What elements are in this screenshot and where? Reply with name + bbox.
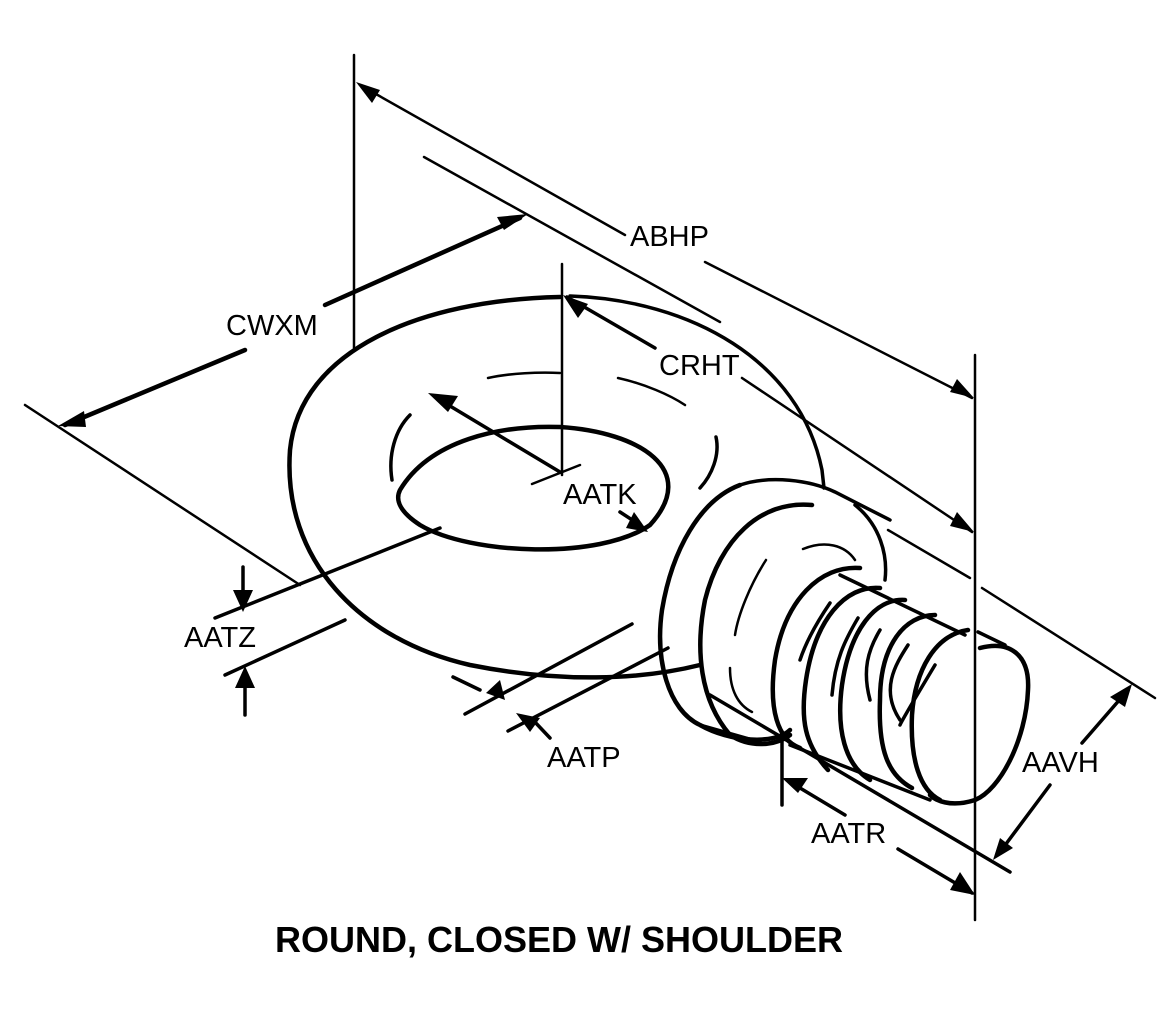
- shank-end-top: [976, 630, 1007, 647]
- cwxm-arrowhead-upper: [497, 214, 528, 230]
- aatk-arrowhead-lower: [626, 512, 648, 532]
- label-aatr: AATR: [811, 818, 887, 850]
- aatp-extension-upper: [463, 622, 634, 716]
- aatk-dimension-line: [438, 398, 562, 474]
- thread-highlight-3: [864, 628, 882, 702]
- cwxm-dimension-line-lower: [62, 347, 248, 428]
- aatk-center-mark: [530, 463, 582, 486]
- extension-line-left-diagonal: [23, 403, 302, 587]
- shoulder-shading-1: [733, 558, 768, 637]
- label-aatz: AATZ: [184, 622, 256, 654]
- ring-inner-back-left: [389, 413, 412, 482]
- crht-arrowhead-upper: [563, 295, 588, 318]
- abhp-arrowhead-right: [950, 379, 974, 398]
- aavh-arrowhead-upper: [1110, 684, 1132, 707]
- cwxm-arrowhead-lower: [58, 411, 86, 427]
- label-aatk: AATK: [563, 479, 637, 511]
- aatz-extension-upper: [213, 526, 442, 620]
- thread-highlight-5: [898, 663, 937, 727]
- aatr-arrowhead-left: [782, 778, 808, 793]
- ring-outer-edge: [287, 294, 703, 680]
- extension-line-shank-lower: [708, 693, 1012, 874]
- crht-arrowhead-lower: [950, 512, 974, 532]
- cwxm-dimension-line-upper: [322, 215, 523, 308]
- abhp-arrowhead-left: [356, 82, 380, 103]
- aavh-dimension-line-lower: [998, 783, 1052, 854]
- extension-line-top-diagonal: [422, 155, 722, 324]
- label-aatp: AATP: [547, 742, 621, 774]
- crht-dimension-line-lower: [740, 376, 974, 534]
- shoulder-shading-2: [728, 666, 754, 714]
- label-abhp: ABHP: [630, 221, 709, 253]
- extension-line-shank-upper: [886, 528, 972, 580]
- shoulder-front-face: [698, 502, 815, 747]
- abhp-dimension-line-upper: [358, 83, 627, 237]
- thread-highlight-1: [798, 601, 832, 662]
- ring-inner-back-right: [698, 435, 719, 490]
- thread-ring-5: [909, 627, 971, 803]
- aatp-leader-upper: [451, 675, 482, 692]
- aatz-arrowhead-bottom: [235, 666, 255, 688]
- ring-shading-arc-1: [486, 371, 562, 380]
- shoulder-outer: [657, 482, 793, 742]
- aatk-arrowhead-upper: [428, 393, 458, 412]
- ring-shading-arc-2: [616, 376, 687, 407]
- thread-ring-3: [837, 597, 908, 783]
- label-aavh: AAVH: [1022, 747, 1099, 779]
- aatp-arrowhead-upper: [486, 680, 505, 700]
- shank-end-face: [927, 643, 1031, 806]
- aatp-arrowhead-lower: [516, 713, 540, 732]
- shank-bottom-line: [788, 743, 932, 802]
- shoulder-right-edge: [853, 503, 888, 582]
- aatz-arrowhead-top: [233, 590, 253, 612]
- shoulder-bottom-line: [698, 723, 762, 744]
- shoulder-top: [738, 477, 892, 522]
- aatp-leader-lower: [531, 718, 552, 740]
- ring-outer-top-right: [568, 294, 826, 490]
- thread-ring-1: [770, 565, 863, 751]
- shoulder-shading-3: [801, 543, 857, 562]
- shank-top-line: [838, 573, 967, 637]
- aatr-arrowhead-right: [950, 872, 975, 895]
- figure-caption: ROUND, CLOSED W/ SHOULDER: [275, 919, 844, 960]
- thread-highlight-4: [888, 643, 910, 722]
- ring-inner-hole: [395, 424, 671, 552]
- thread-ring-4: [877, 612, 938, 791]
- aatz-extension-lower: [223, 618, 347, 677]
- thread-highlight-2: [830, 616, 860, 697]
- thread-ring-2: [801, 585, 883, 773]
- aavh-arrowhead-lower: [993, 838, 1013, 860]
- label-cwxm: CWXM: [226, 310, 318, 342]
- extension-line-right-diagonal: [980, 586, 1157, 700]
- abhp-dimension-line-lower: [703, 260, 974, 400]
- label-crht: CRHT: [659, 350, 740, 382]
